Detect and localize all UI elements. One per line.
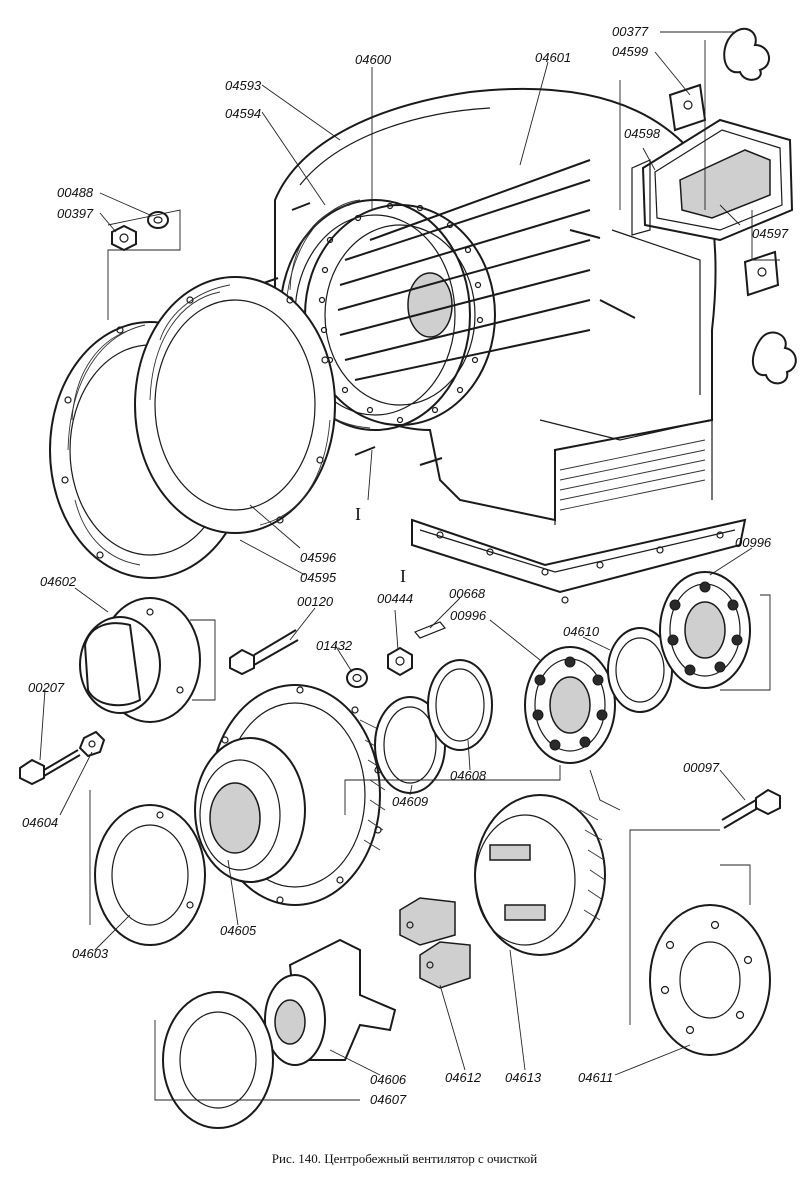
- part-number-labels: 00377 04599 04600 04601 04593 04594 0459…: [22, 24, 789, 1107]
- part-label: 00397: [57, 206, 94, 221]
- wing-nut-lower: [751, 331, 797, 385]
- wing-nut-upper: [723, 27, 770, 81]
- impeller: [304, 159, 591, 426]
- part-label: 00120: [297, 594, 334, 609]
- bearing-00996-a: [524, 646, 616, 764]
- part-label: 04605: [220, 923, 257, 938]
- part-label: 04609: [392, 794, 428, 809]
- part-label: 04595: [300, 570, 337, 585]
- inlet-gasket-ring: [134, 276, 336, 534]
- cleanout-cover: [631, 118, 794, 242]
- bolt-00097: [721, 788, 781, 829]
- part-label: 04612: [445, 1070, 482, 1085]
- coupling-hub-04606: [264, 938, 397, 1066]
- part-label: 04596: [300, 550, 337, 565]
- part-label: 00996: [450, 608, 487, 623]
- part-label: 04594: [225, 106, 261, 121]
- part-label: 04601: [535, 50, 571, 65]
- part-label: 04606: [370, 1072, 407, 1087]
- part-label: 04610: [563, 624, 600, 639]
- part-label: 00097: [683, 760, 720, 775]
- rubber-insert-04612-a: [399, 897, 456, 946]
- washer-01432: [346, 668, 368, 688]
- cotter-pin-00668: [414, 621, 446, 639]
- part-label: 04603: [72, 946, 109, 961]
- nut-00397: [111, 224, 137, 252]
- ring-04607: [162, 991, 274, 1129]
- part-label: 04598: [624, 126, 661, 141]
- part-label: 00488: [57, 185, 94, 200]
- part-label: 04608: [450, 768, 487, 783]
- part-label: 04604: [22, 815, 58, 830]
- part-label: 00377: [612, 24, 649, 39]
- part-label: 04607: [370, 1092, 407, 1107]
- disc-04611: [649, 904, 771, 1056]
- bolt-00120: [229, 629, 299, 676]
- cover-clamp-lower: [743, 250, 780, 297]
- part-label: 04600: [355, 52, 392, 67]
- part-label: 04599: [612, 44, 648, 59]
- washer-04604: [78, 730, 106, 758]
- section-mark-lower: I: [400, 566, 406, 586]
- bearing-00996-b: [659, 571, 751, 689]
- ring-04608: [427, 659, 493, 751]
- part-label: 00996: [735, 535, 772, 550]
- part-label: 04611: [578, 1070, 613, 1085]
- part-label: 04597: [752, 226, 789, 241]
- coupling-half-04613: [474, 794, 606, 956]
- bearing-cap-04602: [79, 597, 201, 723]
- rubber-insert-04612-b: [419, 941, 471, 989]
- label-leader-lines: [39, 31, 753, 1101]
- part-label: 00668: [449, 586, 486, 601]
- bearing-housing-04605: [194, 684, 386, 906]
- bolt-00207: [19, 749, 81, 786]
- end-cover-04603: [94, 804, 206, 946]
- part-label: 00207: [28, 680, 65, 695]
- part-label: 04602: [40, 574, 77, 589]
- figure-caption: Рис. 140. Центробежный вентилятор с очис…: [271, 1151, 538, 1166]
- part-label: 04613: [505, 1070, 542, 1085]
- part-label: 01432: [316, 638, 353, 653]
- section-mark-upper: I: [355, 504, 361, 524]
- part-label: 04593: [225, 78, 262, 93]
- part-label: 00444: [377, 591, 413, 606]
- assembly-bracket-lines: [89, 40, 780, 1101]
- base-flange: [411, 518, 747, 604]
- castle-nut-00444: [387, 646, 413, 677]
